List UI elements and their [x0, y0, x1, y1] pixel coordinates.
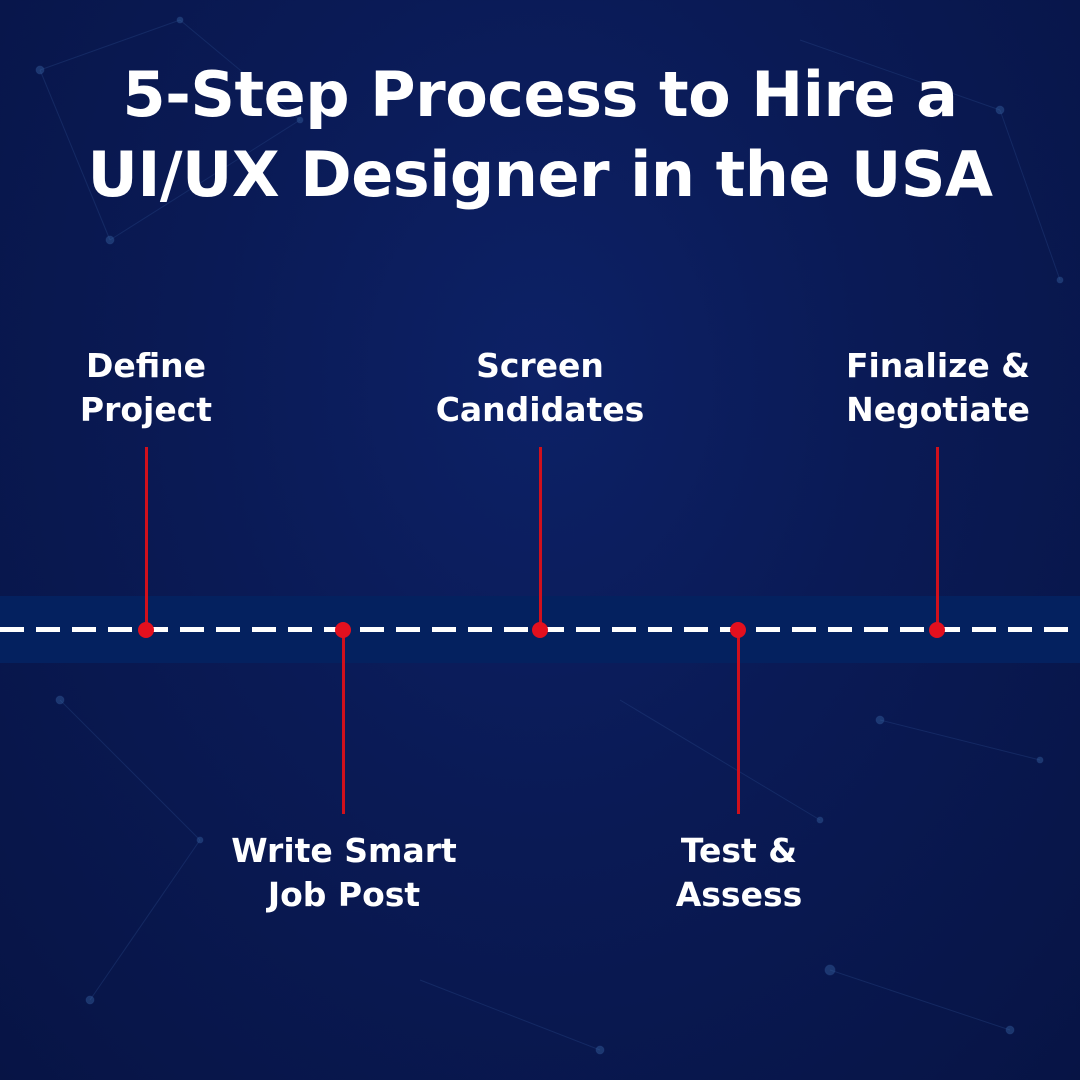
step-marker	[730, 622, 746, 638]
step-label-line: Finalize &	[845, 346, 1031, 385]
step-label-line: Screen	[476, 346, 604, 385]
step-label-line: Assess	[675, 875, 803, 914]
step-marker	[335, 622, 351, 638]
step-connector	[539, 447, 542, 630]
step-label-line: Write Smart	[231, 831, 457, 870]
step-label-line: Job Post	[267, 875, 421, 914]
step-label-line: Test &	[680, 831, 798, 870]
step-label-line: Candidates	[435, 390, 645, 429]
step-marker	[532, 622, 548, 638]
step-label-line: Project	[79, 390, 213, 429]
step-connector	[936, 447, 939, 630]
step-marker	[138, 622, 154, 638]
step-label-line: Negotiate	[846, 390, 1030, 429]
step-marker	[929, 622, 945, 638]
step-label-test-assess: Test & Assess	[589, 829, 889, 917]
step-label-screen-candidates: Screen Candidates	[390, 344, 690, 432]
step-label-write-job-post: Write Smart Job Post	[194, 829, 494, 917]
step-label-define-project: Define Project	[0, 344, 296, 432]
title-line-1: 5-Step Process to Hire a	[122, 58, 959, 131]
step-label-finalize-negotiate: Finalize & Negotiate	[788, 344, 1080, 432]
title-line-2: UI/UX Designer in the USA	[87, 138, 993, 211]
step-label-line: Define	[85, 346, 207, 385]
step-connector	[145, 447, 148, 630]
step-connector	[737, 630, 740, 814]
step-connector	[342, 630, 345, 814]
page-title: 5-Step Process to Hire a UI/UX Designer …	[0, 55, 1080, 215]
